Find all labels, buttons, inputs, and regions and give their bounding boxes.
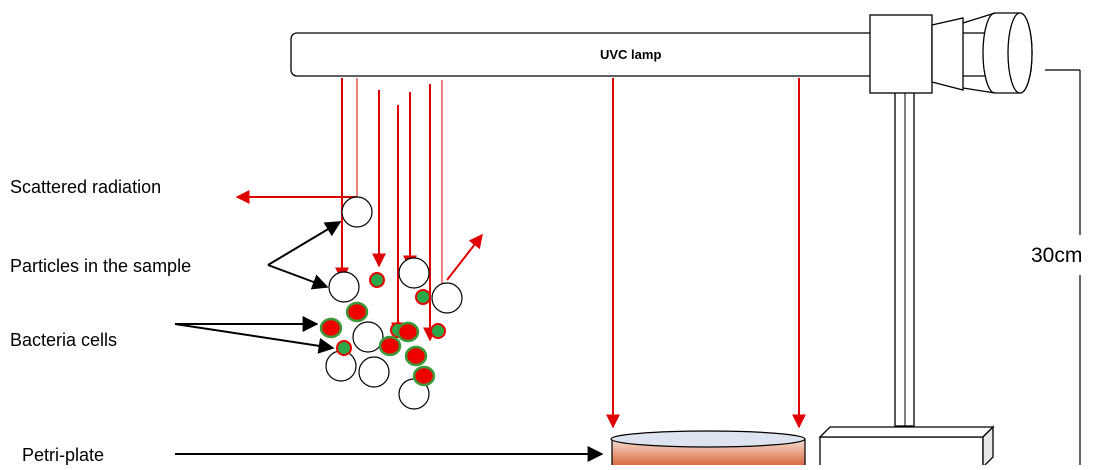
bacteria <box>319 272 446 387</box>
label-petri-plate: Petri-plate <box>22 445 104 465</box>
lamp-label: UVC lamp <box>600 47 661 62</box>
particle <box>325 350 357 382</box>
plate-lid <box>610 430 806 448</box>
particle <box>358 356 390 388</box>
particle <box>352 321 384 353</box>
bacteria-cell-red <box>396 321 420 343</box>
particle <box>431 282 463 314</box>
label-particles: Particles in the sample <box>10 256 191 276</box>
clamp <box>869 14 964 94</box>
distance-label: 30cm <box>1031 244 1082 267</box>
knob <box>962 12 1033 94</box>
annotations: Scattered radiation Particles in the sam… <box>10 177 604 465</box>
particle <box>328 271 360 303</box>
bacteria-cell-red <box>412 365 436 387</box>
bacteria-cell-green <box>430 323 446 339</box>
particle <box>398 257 430 289</box>
uvc-lamp: UVC lamp <box>290 32 1032 77</box>
stand <box>818 77 995 469</box>
stand-base <box>818 425 995 469</box>
bacteria-cell-green <box>369 272 385 288</box>
arrow-particles-upper <box>267 221 342 266</box>
bacteria-cell-red <box>378 335 402 357</box>
bacteria-cell-green <box>336 340 352 356</box>
arrow-particles-lower <box>267 264 329 290</box>
bacteria-cell-red <box>345 301 369 323</box>
bacteria-cell-red <box>319 317 343 339</box>
label-scattered-radiation: Scattered radiation <box>10 177 161 197</box>
distance-marker: 30cm <box>1031 69 1082 465</box>
petri-plate <box>610 430 806 467</box>
bacteria-cell-green <box>415 289 431 305</box>
scattered-ray-right <box>446 233 483 281</box>
arrow-bacteria-lower <box>174 323 335 354</box>
rays-to-plate <box>606 78 806 429</box>
particles <box>325 196 463 410</box>
particle <box>341 196 373 228</box>
label-bacteria: Bacteria cells <box>10 330 117 350</box>
rays-to-sample <box>235 78 483 342</box>
bacteria-cell-red <box>404 345 428 367</box>
